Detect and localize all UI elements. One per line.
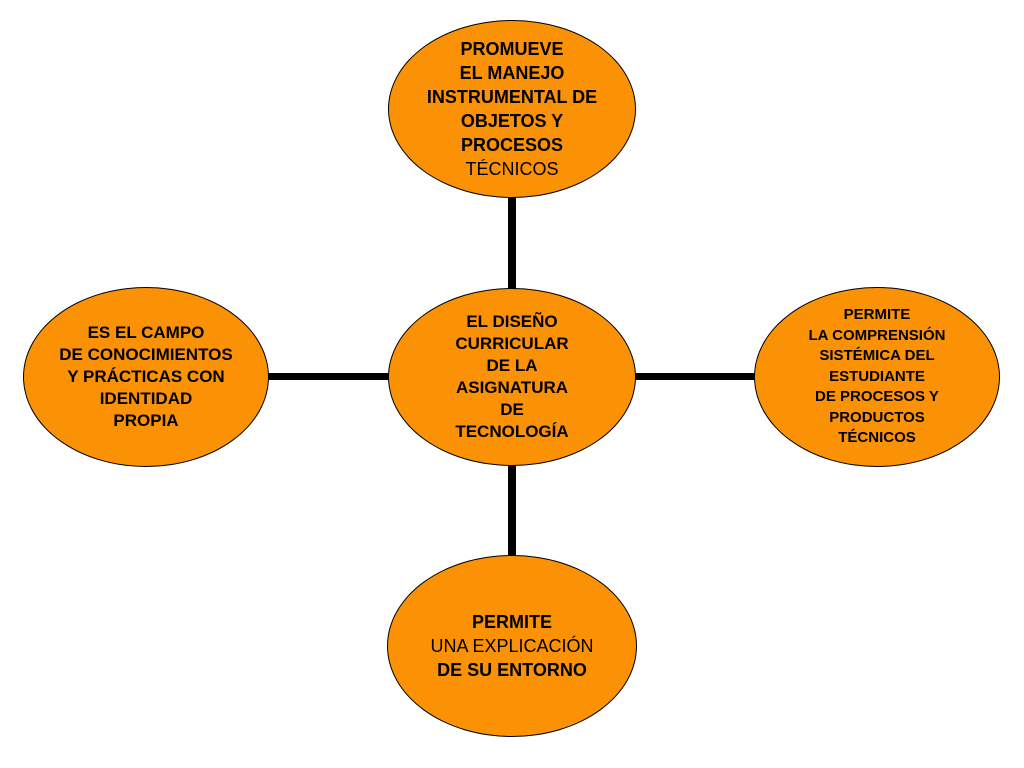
node-top-line: EL MANEJO <box>459 63 565 83</box>
node-center-text: EL DISEÑO CURRICULAR DE LA ASIGNATURA DE… <box>455 311 568 443</box>
node-top-line: OBJETOS Y <box>460 111 564 131</box>
node-right-line: LA COMPRENSIÓN <box>808 326 946 344</box>
node-center-line: EL DISEÑO <box>466 312 558 331</box>
node-top-line: PROMUEVE <box>460 39 564 59</box>
node-right-line: PERMITE <box>843 306 911 324</box>
node-left: ES EL CAMPO DE CONOCIMIENTOS Y PRÁCTICAS… <box>23 287 269 467</box>
node-center-line: ASIGNATURA <box>455 378 569 397</box>
node-top-line: PROCESOS <box>460 135 564 155</box>
connector-right <box>634 373 756 380</box>
connector-bottom <box>508 464 516 557</box>
node-top-text: PROMUEVE EL MANEJO INSTRUMENTAL DE OBJET… <box>427 37 597 181</box>
node-right-line: ESTUDIANTE <box>829 367 925 385</box>
node-left-line: IDENTIDAD <box>99 389 193 408</box>
node-top: PROMUEVE EL MANEJO INSTRUMENTAL DE OBJET… <box>388 20 636 198</box>
node-right-line: PRODUCTOS <box>829 408 925 426</box>
connector-left <box>267 373 390 380</box>
node-right-line: DE PROCESOS Y <box>815 388 939 406</box>
node-left-line: ES EL CAMPO <box>87 323 205 342</box>
node-bottom-line: UNA EXPLICACIÓN <box>430 636 594 656</box>
node-bottom-line: DE SU ENTORNO <box>437 660 587 680</box>
node-bottom-text: PERMITE UNA EXPLICACIÓN DE SU ENTORNO <box>430 610 593 682</box>
node-center: EL DISEÑO CURRICULAR DE LA ASIGNATURA DE… <box>388 288 636 466</box>
node-left-line: DE CONOCIMIENTOS <box>59 345 233 364</box>
node-bottom: PERMITE UNA EXPLICACIÓN DE SU ENTORNO <box>387 555 637 737</box>
node-left-line: PROPIA <box>113 411 179 430</box>
node-top-line: TÉCNICOS <box>465 159 559 179</box>
node-center-line: CURRICULAR <box>455 334 569 353</box>
node-center-line: DE LA <box>486 356 538 375</box>
node-bottom-line: PERMITE <box>471 612 552 632</box>
connector-top <box>508 196 516 290</box>
node-right: PERMITE LA COMPRENSIÓN SISTÉMICA DEL EST… <box>754 287 1000 467</box>
node-right-text: PERMITE LA COMPRENSIÓN SISTÉMICA DEL EST… <box>809 305 946 449</box>
node-center-line: DE <box>500 400 524 419</box>
node-right-line: TÉCNICOS <box>838 429 916 447</box>
node-top-line: INSTRUMENTAL DE <box>426 87 598 107</box>
node-center-line: TECNOLOGÍA <box>455 422 569 441</box>
node-left-line: Y PRÁCTICAS CON <box>67 367 225 386</box>
node-left-text: ES EL CAMPO DE CONOCIMIENTOS Y PRÁCTICAS… <box>59 322 232 432</box>
node-right-line: SISTÉMICA DEL <box>819 347 935 365</box>
